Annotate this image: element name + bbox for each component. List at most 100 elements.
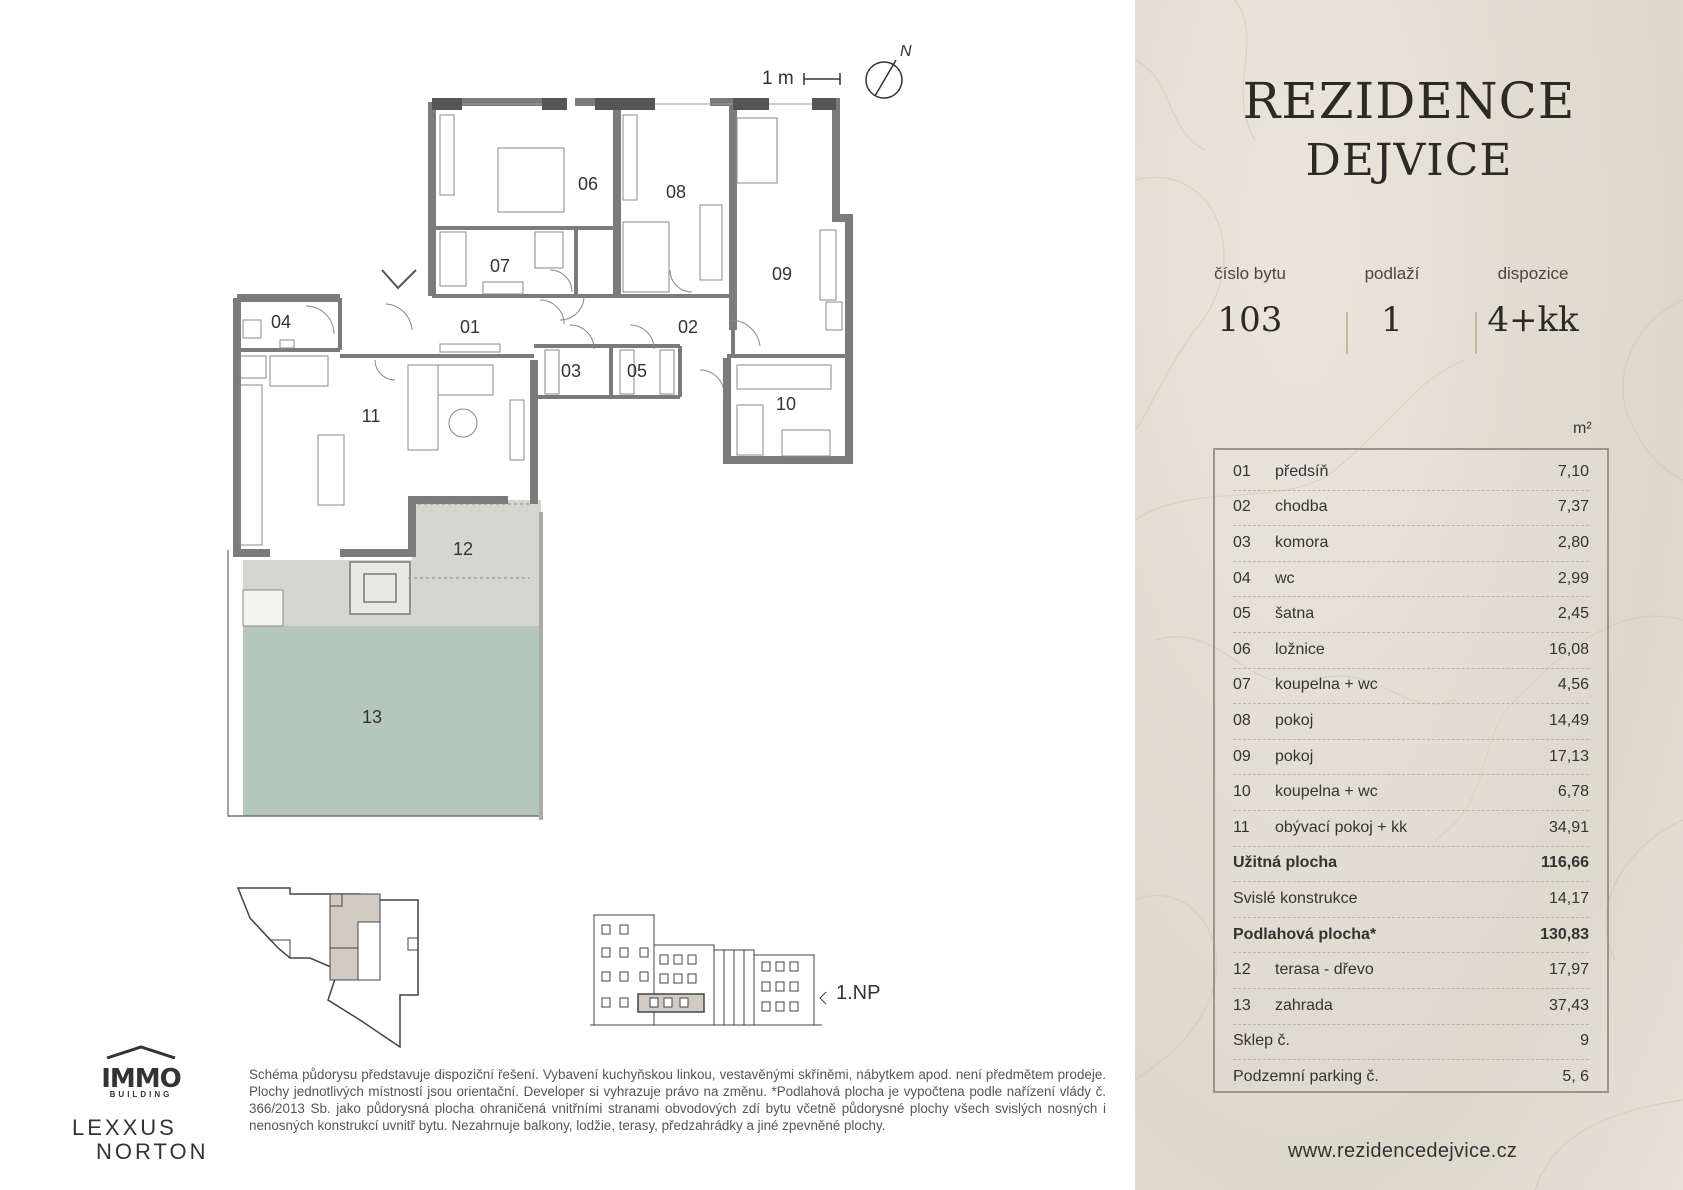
- room-label-04: 04: [271, 312, 291, 332]
- room-label-01: 01: [460, 317, 480, 337]
- room-area: 14,17: [1548, 889, 1589, 907]
- table-row: Podlahová plocha*130,83: [1233, 917, 1589, 954]
- apartment-number-value: 103: [1217, 300, 1283, 340]
- room-number: 01: [1233, 462, 1251, 480]
- table-row: 04 wc 2,99: [1233, 561, 1589, 598]
- room-label-07: 07: [490, 256, 510, 276]
- unit-header: m²: [1573, 420, 1592, 437]
- room-area: 9: [1580, 1032, 1589, 1050]
- room-name: koupelna + wc: [1275, 783, 1378, 801]
- brand-title-line1: REZIDENCE: [1242, 72, 1576, 130]
- floor-value: 1: [1381, 300, 1403, 340]
- room-name: šatna: [1275, 605, 1315, 623]
- info-panel: REZIDENCE DEJVICE číslo bytu podlaží dis…: [1135, 0, 1683, 1190]
- lexxus-norton-logo: LEXXUS NORTON: [72, 1115, 209, 1164]
- room-number: 12: [1233, 961, 1251, 979]
- room-label-03: 03: [561, 361, 581, 381]
- apartment-number-label: číslo bytu: [1214, 264, 1286, 283]
- room-name: pokoj: [1275, 711, 1314, 729]
- room-name: terasa - dřevo: [1275, 961, 1374, 979]
- room-name: ložnice: [1275, 640, 1325, 658]
- floor-marker: 1.NP: [836, 982, 881, 1004]
- room-number: 07: [1233, 676, 1251, 694]
- info-divider: [1346, 312, 1348, 354]
- room-name: koupelna + wc: [1275, 676, 1378, 694]
- room-number: 06: [1233, 640, 1251, 658]
- room-number: 10: [1233, 783, 1251, 801]
- room-number: 11: [1233, 818, 1250, 836]
- room-name: Podzemní parking č.: [1233, 1067, 1379, 1085]
- room-area: 2,99: [1557, 569, 1589, 587]
- room-label-05: 05: [627, 361, 647, 381]
- room-area: 7,10: [1557, 462, 1589, 480]
- room-area: 17,13: [1548, 747, 1589, 765]
- room-label-12: 12: [453, 539, 473, 559]
- hot-tub: [349, 561, 411, 615]
- table-row: Svislé konstrukce 14,17: [1233, 881, 1589, 918]
- svg-text:N: N: [900, 43, 912, 60]
- room-area: 34,91: [1548, 818, 1589, 836]
- building-elevation: [590, 914, 827, 1026]
- brand-title-line2: DEJVICE: [1305, 135, 1513, 186]
- room-name: Užitná plocha: [1233, 854, 1338, 872]
- room-label-08: 08: [666, 182, 686, 202]
- room-area: 7,37: [1557, 498, 1589, 516]
- table-row: 08 pokoj 14,49: [1233, 703, 1589, 740]
- roof-icon: [106, 1045, 176, 1060]
- room-area: 16,08: [1548, 640, 1589, 658]
- layout-value: 4+kk: [1487, 300, 1579, 340]
- marble-texture: [1135, 0, 1683, 1190]
- room-number: 08: [1233, 711, 1251, 729]
- table-row: 07 koupelna + wc 4,56: [1233, 668, 1589, 705]
- floor-plan: 01 02 03 04 05 06 07 08 09 10 11 12 13 N: [227, 43, 912, 820]
- room-name: Svislé konstrukce: [1233, 889, 1358, 907]
- terrace-area: [412, 500, 541, 626]
- room-number: 04: [1233, 569, 1251, 587]
- table-row: 01 předsíň 7,10: [1233, 454, 1589, 491]
- room-number: 03: [1233, 533, 1251, 551]
- room-name: komora: [1275, 533, 1329, 551]
- room-label-10: 10: [776, 394, 796, 414]
- table-row: 03 komora 2,80: [1233, 525, 1589, 562]
- immo-building-logo: IMMO BUILDING: [86, 1045, 196, 1099]
- scale-bar: [803, 73, 841, 85]
- room-number: 02: [1233, 498, 1251, 516]
- table-row: 06 ložnice 16,08: [1233, 632, 1589, 669]
- site-key-map: [236, 887, 419, 1049]
- room-label-09: 09: [772, 264, 792, 284]
- room-area: 17,97: [1548, 961, 1589, 979]
- room-name: pokoj: [1275, 747, 1314, 765]
- room-number: 13: [1233, 996, 1251, 1014]
- table-row: Sklep č. 9: [1233, 1024, 1589, 1061]
- table-row: 09 pokoj 17,13: [1233, 739, 1589, 776]
- dining-table: [317, 434, 345, 506]
- room-area: 2,80: [1557, 533, 1589, 551]
- info-divider: [1475, 312, 1477, 354]
- table-row: 05 šatna 2,45: [1233, 596, 1589, 633]
- room-name: zahrada: [1275, 996, 1333, 1014]
- bed-06: [497, 147, 565, 213]
- room-number: 09: [1233, 747, 1251, 765]
- layout-label: dispozice: [1497, 264, 1569, 283]
- room-name: Sklep č.: [1233, 1032, 1290, 1050]
- room-area: 4,56: [1557, 676, 1589, 694]
- room-name: wc: [1275, 569, 1295, 587]
- room-number: 05: [1233, 605, 1251, 623]
- room-area: 14,49: [1548, 711, 1589, 729]
- website-link[interactable]: www.rezidencedejvice.cz: [1288, 1140, 1518, 1162]
- room-label-11: 11: [362, 406, 381, 426]
- entrance-arrow: [381, 269, 417, 290]
- room-label-06: 06: [578, 174, 598, 194]
- room-area: 2,45: [1557, 605, 1589, 623]
- room-area: 130,83: [1540, 925, 1589, 943]
- room-name: předsíň: [1275, 462, 1329, 480]
- room-label-02: 02: [678, 317, 698, 337]
- floor-plan-panel: 01 02 03 04 05 06 07 08 09 10 11 12 13 N…: [72, 43, 1106, 1164]
- sofa: [407, 364, 439, 451]
- room-area: 5, 6: [1562, 1067, 1589, 1085]
